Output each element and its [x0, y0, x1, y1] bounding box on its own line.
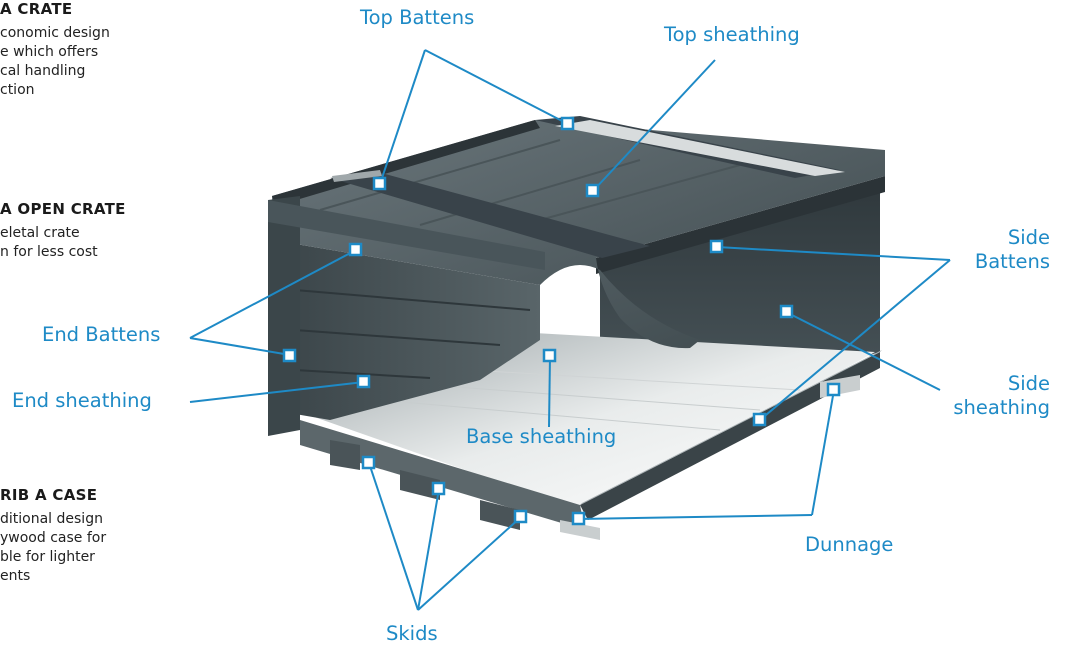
section-open-crate: A OPEN CRATE eletal crate n for less cos… — [0, 200, 190, 262]
label-line: Battens — [974, 250, 1050, 273]
description-line: n for less cost — [0, 244, 98, 260]
marker-skid-2 — [431, 481, 446, 496]
marker-side-sheathing — [779, 304, 794, 319]
label-base-sheathing: Base sheathing — [466, 425, 617, 448]
description-line: ction — [0, 82, 35, 98]
label-end-sheathing: End sheathing — [12, 389, 152, 412]
description-line: ents — [0, 568, 31, 584]
callout-markers — [282, 116, 841, 526]
side-batten-bottom — [580, 350, 882, 520]
marker-end-batten-top — [348, 242, 363, 257]
marker-top-sheathing — [585, 183, 600, 198]
label-side-battens: Side Battens — [975, 226, 1050, 274]
label-top-battens: Top Battens — [360, 6, 475, 29]
marker-skid-3 — [513, 509, 528, 524]
callout-lines — [189, 49, 951, 611]
description-line: ditional design — [0, 511, 103, 527]
marker-end-batten-side — [282, 348, 297, 363]
label-skids: Skids — [386, 622, 438, 645]
marker-skid-1 — [361, 455, 376, 470]
description-line: ble for lighter — [0, 549, 95, 565]
section-title: A OPEN CRATE — [0, 200, 126, 218]
description-line: cal handling — [0, 63, 86, 79]
marker-dunnage-left — [571, 511, 586, 526]
description-line: ywood case for — [0, 530, 107, 546]
end-panel — [272, 240, 540, 420]
marker-top-batten-back — [560, 116, 575, 131]
section-crate: A CRATE conomic design e which offers ca… — [0, 0, 190, 100]
marker-side-batten-top — [709, 239, 724, 254]
top-batten-back — [535, 116, 845, 178]
marker-end-sheathing — [356, 374, 371, 389]
description-line: eletal crate — [0, 225, 80, 241]
label-side-sheathing: Side sheathing — [953, 372, 1050, 420]
label-top-sheathing: Top sheathing — [664, 23, 800, 46]
marker-base-sheathing — [542, 348, 557, 363]
marker-side-batten-bottom — [752, 412, 767, 427]
section-case: RIB A CASE ditional design ywood case fo… — [0, 486, 190, 586]
marker-dunnage-right — [826, 382, 841, 397]
end-frame — [268, 196, 545, 436]
section-description: ditional design ywood case for ble for l… — [0, 510, 190, 586]
section-description: eletal crate n for less cost — [0, 224, 190, 262]
description-line: e which offers — [0, 44, 99, 60]
label-dunnage: Dunnage — [805, 533, 894, 556]
marker-top-batten-front — [372, 176, 387, 191]
label-end-battens: End Battens — [42, 323, 161, 346]
label-line: Side — [1007, 372, 1050, 395]
top-batten-front — [330, 170, 650, 258]
section-title: A CRATE — [0, 0, 73, 18]
section-description: conomic design e which offers cal handli… — [0, 24, 190, 100]
description-line: conomic design — [0, 25, 110, 41]
section-title: RIB A CASE — [0, 486, 98, 504]
label-line: Side — [1007, 226, 1050, 249]
label-line: sheathing — [953, 396, 1050, 419]
